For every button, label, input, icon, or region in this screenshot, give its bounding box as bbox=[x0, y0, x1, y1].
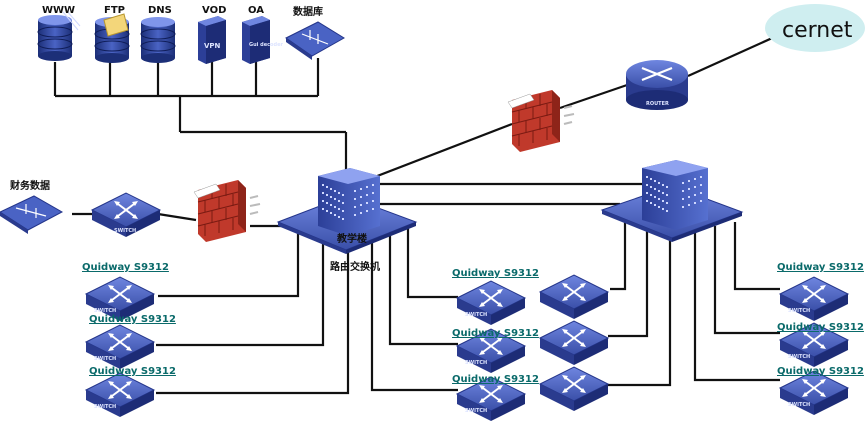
finance-switch[interactable]: SWITCH bbox=[91, 192, 161, 238]
server-box-icon bbox=[242, 16, 270, 64]
cloud-icon bbox=[765, 4, 865, 52]
database-workstation-icon bbox=[285, 21, 345, 60]
left-switch-1[interactable]: SWITCH bbox=[85, 276, 155, 322]
right-column-switch-3[interactable] bbox=[539, 366, 609, 412]
server-label: OA bbox=[248, 5, 264, 16]
server-oa[interactable]: Gui decoder OA bbox=[242, 5, 283, 64]
router[interactable]: ROUTER bbox=[626, 60, 688, 110]
switch-badge: SWITCH bbox=[465, 408, 487, 414]
mid-switch-3[interactable]: SWITCH bbox=[456, 376, 526, 421]
mid-switch-3-label: Quidway S9312 bbox=[452, 374, 539, 385]
switch-badge: SWITCH bbox=[114, 228, 136, 234]
server-database[interactable]: 数据库 bbox=[285, 5, 345, 60]
server-label: VOD bbox=[202, 5, 226, 16]
connection-lines bbox=[53, 28, 791, 395]
oa-badge: Gui decoder bbox=[249, 42, 283, 48]
finance-data-node[interactable]: 财务数据 bbox=[0, 179, 64, 234]
switch-icon bbox=[85, 372, 155, 418]
folder-icon bbox=[103, 13, 129, 37]
cernet-cloud[interactable]: cernet bbox=[765, 4, 865, 52]
left-switch-3[interactable]: SWITCH bbox=[85, 372, 155, 418]
switch-badge: SWITCH bbox=[788, 402, 810, 408]
router-badge: ROUTER bbox=[646, 101, 669, 107]
server-dns[interactable]: DNS bbox=[140, 5, 176, 64]
right-switch-2-label: Quidway S9312 bbox=[777, 322, 864, 333]
left-switch-1-label: Quidway S9312 bbox=[82, 262, 169, 273]
right-switch-3[interactable]: SWITCH bbox=[779, 370, 849, 416]
switch-badge: SWITCH bbox=[94, 356, 116, 362]
router-icon bbox=[626, 60, 688, 110]
core-label-line2: 路由交换机 bbox=[330, 260, 380, 273]
switch-icon bbox=[779, 370, 849, 416]
server-label: DNS bbox=[148, 5, 172, 16]
mid-switch-2[interactable]: SWITCH bbox=[456, 328, 526, 374]
finance-label: 财务数据 bbox=[9, 179, 50, 192]
firewall-icon bbox=[507, 89, 575, 153]
core-building[interactable]: 教学楼 路由交换机 bbox=[276, 168, 418, 273]
switch-badge: SWITCH bbox=[94, 308, 116, 314]
mid-switch-2-label: Quidway S9312 bbox=[452, 328, 539, 339]
server-label: 数据库 bbox=[293, 5, 323, 18]
left-switch-2[interactable]: SWITCH bbox=[85, 324, 155, 370]
right-column-switch-2[interactable] bbox=[539, 320, 609, 366]
finance-workstation-icon bbox=[0, 195, 64, 234]
mid-switch-1-label: Quidway S9312 bbox=[452, 268, 539, 279]
database-cylinder-icon bbox=[37, 14, 73, 62]
server-www[interactable]: WWW bbox=[37, 5, 81, 62]
firewall-left[interactable] bbox=[193, 179, 261, 243]
right-switch-1[interactable]: SWITCH bbox=[779, 276, 849, 322]
switch-icon bbox=[539, 274, 609, 320]
right-column-switch-1[interactable] bbox=[539, 274, 609, 320]
firewall-icon bbox=[193, 179, 261, 243]
firewall-top[interactable] bbox=[507, 89, 575, 153]
switch-badge: SWITCH bbox=[465, 360, 487, 366]
switch-badge: SWITCH bbox=[94, 404, 116, 410]
switch-badge: SWITCH bbox=[465, 312, 487, 318]
mid-switch-1[interactable]: SWITCH bbox=[456, 280, 526, 326]
right-switch-3-label: Quidway S9312 bbox=[777, 366, 864, 377]
left-switch-2-label: Quidway S9312 bbox=[89, 314, 176, 325]
building-icon bbox=[276, 168, 418, 254]
server-box-icon bbox=[198, 16, 226, 64]
switch-icon bbox=[85, 324, 155, 370]
database-cylinder-icon bbox=[140, 16, 176, 64]
cloud-label: cernet bbox=[782, 18, 853, 43]
right-switch-1-label: Quidway S9312 bbox=[777, 262, 864, 273]
switch-icon bbox=[539, 320, 609, 366]
switch-icon bbox=[539, 366, 609, 412]
switch-badge: SWITCH bbox=[788, 308, 810, 314]
server-vod[interactable]: VPN VOD bbox=[198, 5, 226, 64]
vpn-badge: VPN bbox=[204, 42, 221, 50]
right-switch-2[interactable]: SWITCH bbox=[779, 322, 849, 368]
server-label: FTP bbox=[104, 5, 125, 16]
switch-badge: SWITCH bbox=[788, 354, 810, 360]
switch-icon bbox=[779, 276, 849, 322]
left-switch-3-label: Quidway S9312 bbox=[89, 366, 176, 377]
switch-icon bbox=[456, 280, 526, 326]
right-building[interactable] bbox=[600, 160, 744, 242]
server-ftp[interactable]: FTP bbox=[94, 5, 130, 64]
antenna-icon bbox=[62, 9, 81, 31]
server-label: WWW bbox=[42, 5, 75, 16]
core-label-line1: 教学楼 bbox=[336, 232, 367, 245]
building-icon bbox=[600, 160, 744, 242]
